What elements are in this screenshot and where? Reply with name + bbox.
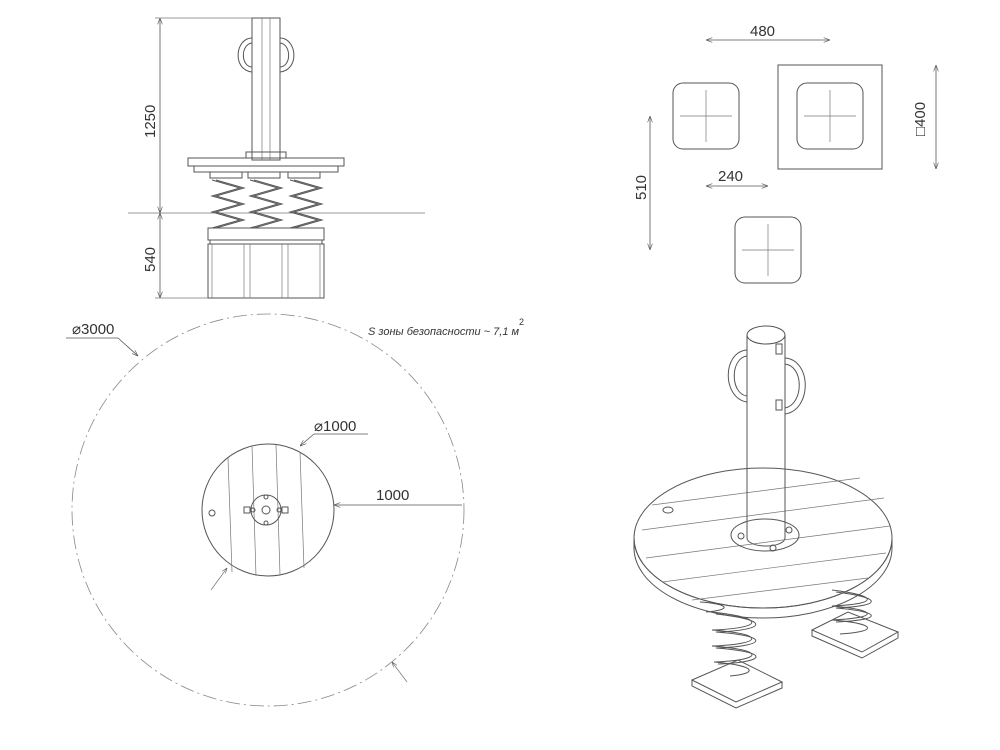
side-elevation-view: 1250 540 (128, 17, 425, 299)
pad-bottom (734, 216, 802, 284)
footprint-plan-view: 480 240 510 □400 (633, 23, 936, 284)
safety-zone-view: ⌀3000 ⌀1000 1000 S зоны безопасности ~ 7… (66, 313, 524, 707)
safety-zone-superscript: 2 (519, 317, 524, 327)
dim-radius: 1000 (376, 487, 409, 504)
dim-base-square: □400 (912, 102, 929, 136)
iso-post (727, 325, 806, 547)
dim-zone-diameter: ⌀3000 (72, 321, 114, 338)
seat-circle (201, 443, 335, 577)
bolt-marker (208, 509, 216, 517)
isometric-view (633, 325, 900, 709)
handle-right (279, 37, 295, 73)
base-square (777, 64, 883, 170)
dim-plan-depth: 510 (633, 175, 650, 200)
spring-front (690, 611, 784, 709)
springs-elevation (207, 171, 325, 245)
safety-zone-label: S зоны безопасности ~ 7,1 м (368, 326, 519, 338)
spring-back (810, 589, 900, 659)
seat-plate (187, 157, 345, 167)
handle-left (237, 37, 253, 73)
dim-spacing: 240 (718, 168, 743, 185)
pad-right (796, 82, 864, 150)
iso-handle-right (784, 357, 806, 415)
safety-zone-circle (71, 313, 465, 707)
spring-back-left (699, 601, 725, 613)
pad-left (672, 82, 740, 150)
dim-spring-height: 540 (142, 247, 159, 272)
iso-seat (633, 467, 893, 619)
iso-handle-left (727, 349, 748, 403)
dim-post-height: 1250 (142, 105, 159, 138)
dim-seat-diameter: ⌀1000 (314, 418, 356, 435)
footings (207, 243, 325, 299)
post (251, 17, 281, 161)
dim-plan-width: 480 (750, 23, 775, 40)
